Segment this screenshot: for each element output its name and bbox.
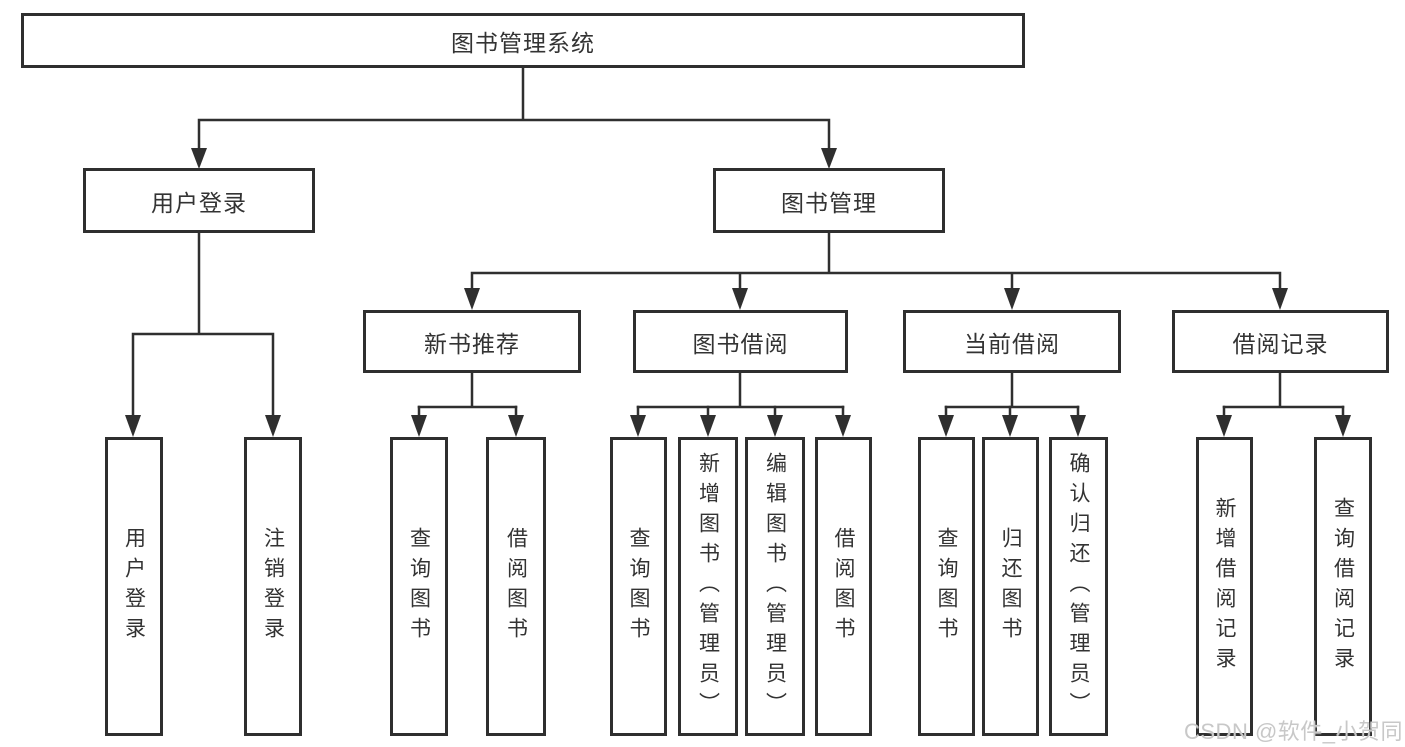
connector-leaf-drops [417, 405, 1345, 419]
arrowhead [767, 415, 783, 437]
arrowhead [125, 415, 141, 437]
arrowhead [835, 415, 851, 437]
leaf-query-books-borrow: 查询图书 [610, 437, 667, 736]
arrowhead [265, 415, 281, 437]
leaf-logout-label: 注销登录 [261, 526, 285, 647]
connector-group-bars [417, 371, 1345, 409]
node-new-book-recommendation: 新书推荐 [363, 310, 581, 373]
arrowhead [508, 415, 524, 437]
connector-book-mgmt-to-level3 [470, 231, 1282, 292]
leaf-query-books-recommend: 查询图书 [390, 437, 448, 736]
arrowhead [1216, 415, 1232, 437]
arrowhead [1002, 415, 1018, 437]
leaf-return-book-label: 归还图书 [999, 526, 1022, 647]
leaf-return-book: 归还图书 [982, 437, 1039, 736]
arrowhead [191, 148, 207, 169]
leaf-query-books-current: 查询图书 [918, 437, 975, 736]
connector-root-to-level2 [197, 66, 831, 150]
connector-user-login-branch [131, 231, 275, 419]
node-current-borrowing: 当前借阅 [903, 310, 1121, 373]
csdn-watermark: CSDN @软件_小贺同学 [1184, 719, 1404, 744]
leaf-confirm-return-admin: 确认归还（管理员） [1049, 437, 1108, 736]
arrowhead [1272, 288, 1288, 310]
arrowhead [464, 288, 480, 310]
leaf-query-borrow-record: 查询借阅记录 [1314, 437, 1372, 736]
leaf-add-borrow-record-label: 新增借阅记录 [1213, 496, 1236, 677]
leaf-user-login-label: 用户登录 [122, 526, 146, 647]
arrowhead [938, 415, 954, 437]
leaf-user-login: 用户登录 [105, 437, 163, 736]
leaf-confirm-return-admin-label: 确认归还（管理员） [1067, 451, 1090, 722]
arrowhead [1004, 288, 1020, 310]
node-book-borrowing: 图书借阅 [633, 310, 848, 373]
arrowhead [630, 415, 646, 437]
arrowhead [1335, 415, 1351, 437]
leaf-borrow-books: 借阅图书 [815, 437, 872, 736]
arrowheads [125, 148, 1351, 437]
leaf-edit-book-admin-label: 编辑图书（管理员） [763, 451, 787, 722]
leaf-borrow-books-label: 借阅图书 [832, 526, 855, 647]
arrowhead [821, 148, 837, 169]
leaf-borrow-books-recommend: 借阅图书 [486, 437, 546, 736]
leaf-edit-book-admin: 编辑图书（管理员） [745, 437, 805, 736]
node-user-login: 用户登录 [83, 168, 315, 233]
node-book-management: 图书管理 [713, 168, 945, 233]
leaf-query-books-borrow-label: 查询图书 [627, 526, 650, 647]
leaf-add-borrow-record: 新增借阅记录 [1196, 437, 1253, 736]
node-borrowing-records: 借阅记录 [1172, 310, 1389, 373]
arrowhead [700, 415, 716, 437]
leaf-query-books-recommend-label: 查询图书 [407, 526, 431, 647]
leaf-logout: 注销登录 [244, 437, 302, 736]
leaf-borrow-books-recommend-label: 借阅图书 [504, 526, 528, 647]
leaf-add-book-admin: 新增图书（管理员） [678, 437, 738, 736]
arrowhead [1070, 415, 1086, 437]
node-library-management-system: 图书管理系统 [21, 13, 1025, 68]
leaf-query-books-current-label: 查询图书 [935, 526, 958, 647]
arrowhead [732, 288, 748, 310]
leaf-add-book-admin-label: 新增图书（管理员） [696, 451, 720, 722]
arrowhead [411, 415, 427, 437]
leaf-query-borrow-record-label: 查询借阅记录 [1331, 496, 1355, 677]
